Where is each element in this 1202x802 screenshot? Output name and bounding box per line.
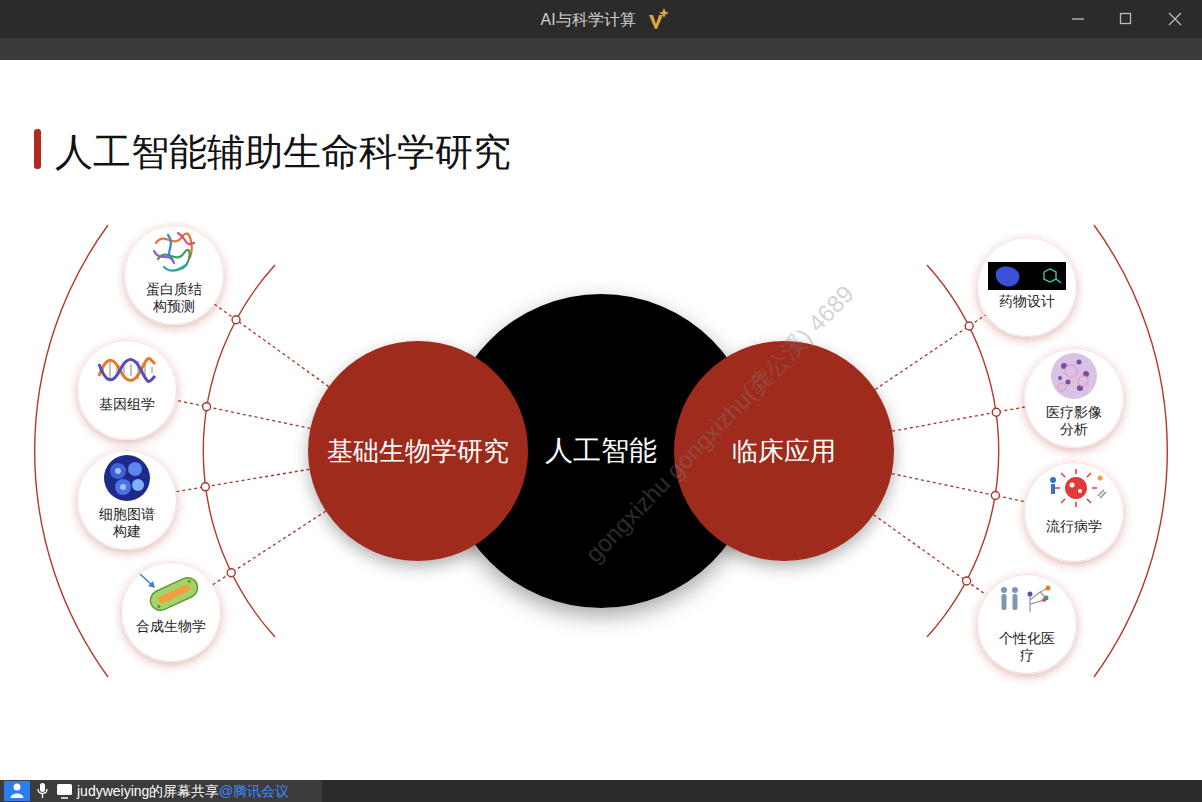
title-bar-mark — [34, 129, 41, 169]
status-bar — [0, 780, 1202, 802]
arc-dot — [965, 322, 973, 330]
arc-dot — [232, 316, 240, 324]
cell-icon — [104, 455, 150, 501]
dna-icon — [99, 359, 155, 382]
hub-circle: 临床应用 — [674, 341, 894, 561]
dashed-connector — [875, 315, 985, 389]
circle-shape — [978, 575, 1077, 674]
text-holder: 个性化医疗 — [996, 630, 1058, 664]
arc-dot — [227, 569, 235, 577]
text-holder: 医疗影像分析 — [1043, 404, 1105, 438]
topic-circle: 医疗影像分析 — [1024, 348, 1124, 448]
hub-circle: 基础生物学研究 — [308, 341, 528, 561]
topic-label: 合成生物学 — [131, 618, 211, 635]
circle-shape — [122, 563, 221, 662]
topic-label: 流行病学 — [1043, 518, 1105, 535]
bacterium-icon — [140, 574, 201, 614]
dashed-connector — [874, 515, 987, 595]
protein-icon — [154, 233, 194, 271]
topic-circle: 基因组学 — [77, 340, 177, 440]
dashed-connector — [176, 400, 310, 428]
circle-outline — [977, 237, 1077, 337]
slide-ground — [0, 60, 1202, 780]
topic-circle: 合成生物学 — [121, 562, 221, 662]
circle-shape — [1025, 349, 1124, 448]
hub-label: 临床应用 — [732, 434, 836, 469]
topic-discs — [77, 225, 1124, 674]
hub-label: 人工智能 — [545, 432, 657, 470]
text-holder: 药物设计 — [996, 293, 1058, 310]
topic-circle: 细胞图谱构建 — [77, 450, 177, 550]
dashed-connector — [215, 304, 329, 386]
personal-icon — [1001, 586, 1051, 613]
text-holder: 细胞图谱构建 — [96, 506, 158, 540]
topic-circle: 流行病学 — [1024, 462, 1124, 562]
share-status: judyweiying的屏幕共享 — [77, 782, 219, 800]
frame-arcs — [35, 225, 1168, 677]
app-name: @腾讯会议 — [219, 782, 289, 800]
arc-dot — [992, 408, 1000, 416]
topic-label: 基因组学 — [96, 396, 158, 413]
text-holder: 基因组学 — [96, 396, 158, 413]
share-panel — [0, 780, 322, 802]
text-holder: 流行病学 — [1043, 518, 1105, 535]
circle-shape — [674, 341, 894, 561]
arc-dot — [991, 491, 999, 499]
share-icons — [4, 781, 72, 801]
text-holder: 基础生物学研究 — [308, 341, 528, 561]
circle-shape — [78, 451, 177, 550]
topic-label: 个性化医疗 — [996, 630, 1058, 664]
arc-dot — [201, 483, 209, 491]
hub-label: 基础生物学研究 — [327, 434, 509, 469]
tissue-icon — [1051, 353, 1097, 399]
text-holder: 蛋白质结构预测 — [143, 281, 205, 315]
slide-title: 人工智能辅助生命科学研究 — [55, 128, 511, 176]
circle-shape — [1025, 463, 1124, 562]
circle-outline — [1024, 462, 1124, 562]
sparkle-icon — [649, 8, 669, 29]
text-holder: 临床应用 — [674, 341, 894, 561]
window-controls — [1072, 13, 1181, 25]
circle-shape — [308, 341, 528, 561]
drug-icon — [988, 262, 1066, 290]
topic-circle: 蛋白质结构预测 — [124, 225, 224, 325]
dashed-connector — [213, 511, 326, 585]
window-titlebar — [0, 0, 1202, 38]
virus-icon — [1050, 469, 1106, 507]
window-strip — [0, 38, 1202, 60]
circle-shape — [978, 238, 1077, 337]
arc-dot — [203, 403, 211, 411]
dashed-connector — [176, 469, 309, 491]
topic-circle: 药物设计 — [977, 237, 1077, 337]
dashed-connector — [892, 474, 1025, 502]
topic-label: 医疗影像分析 — [1043, 404, 1105, 438]
arc-dot — [963, 577, 971, 585]
circle-outline — [121, 562, 221, 662]
window-title: AI与科学计算 — [541, 10, 636, 30]
topic-label: 药物设计 — [996, 293, 1058, 310]
text-holder: 合成生物学 — [131, 618, 211, 635]
dashed-connector — [892, 407, 1025, 431]
topic-label: 细胞图谱构建 — [96, 506, 158, 540]
circle-outline — [77, 340, 177, 440]
circle-shape — [125, 226, 224, 325]
topic-label: 蛋白质结构预测 — [143, 281, 205, 315]
circle-shape — [78, 341, 177, 440]
topic-circle: 个性化医疗 — [977, 574, 1077, 674]
